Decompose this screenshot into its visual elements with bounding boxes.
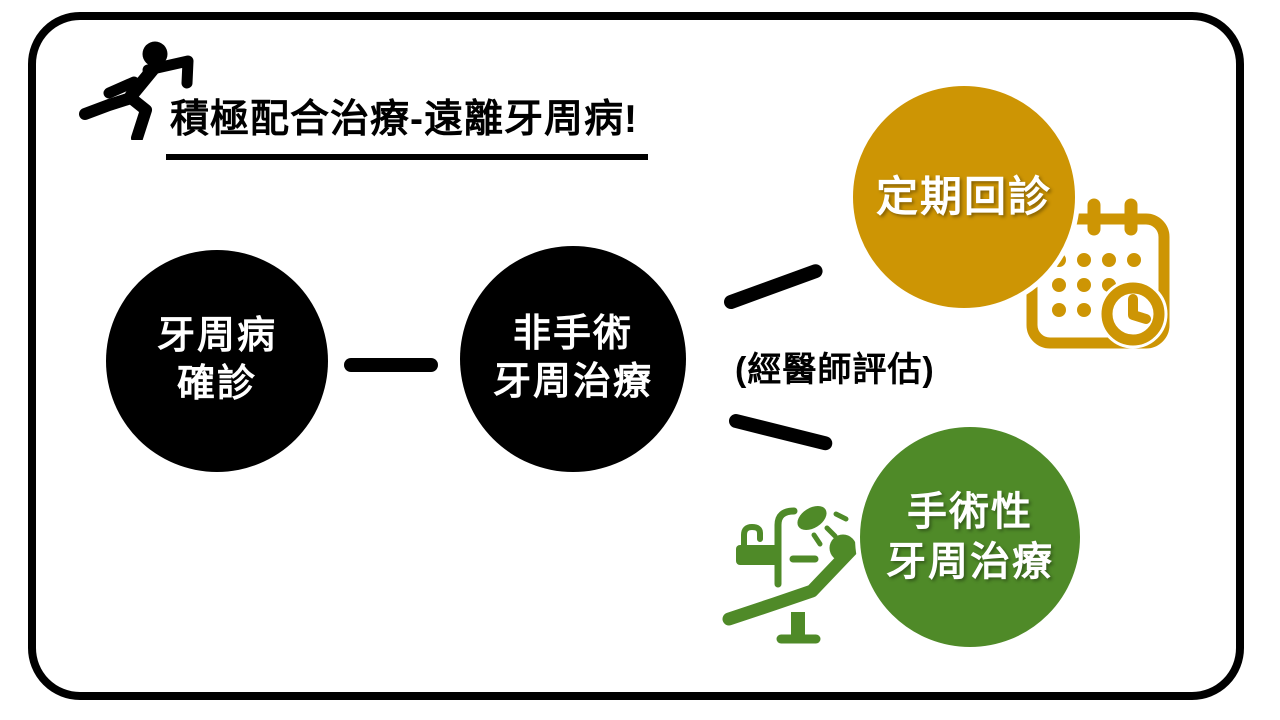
dental-chair-icon [722,506,860,644]
page-title: 積極配合治療-遠離牙周病! [166,88,648,160]
connector-line-horizontal [344,358,438,372]
node-label-line: 牙周治療 [886,540,1054,584]
runner-icon [79,41,194,140]
node-periodontal-diagnosis: 牙周病 確診 [106,250,328,472]
node-surgical-treatment: 手術性 牙周治療 [855,422,1085,652]
node-label-line: 非手術 [512,313,633,356]
node-label-line: 手術性 [907,489,1033,534]
rounded-border-frame [28,12,1244,700]
node-regular-recall: 定期回診 [848,81,1080,313]
node-label-line: 牙周病 [156,315,277,358]
node-label-line: 定期回診 [875,172,1052,220]
node-label-line: 牙周治療 [492,361,653,403]
node-nonsurgical-treatment: 非手術 牙周治療 [460,246,686,472]
node-label-line: 確診 [176,363,257,405]
evaluation-note: (經醫師評估) [735,351,935,389]
